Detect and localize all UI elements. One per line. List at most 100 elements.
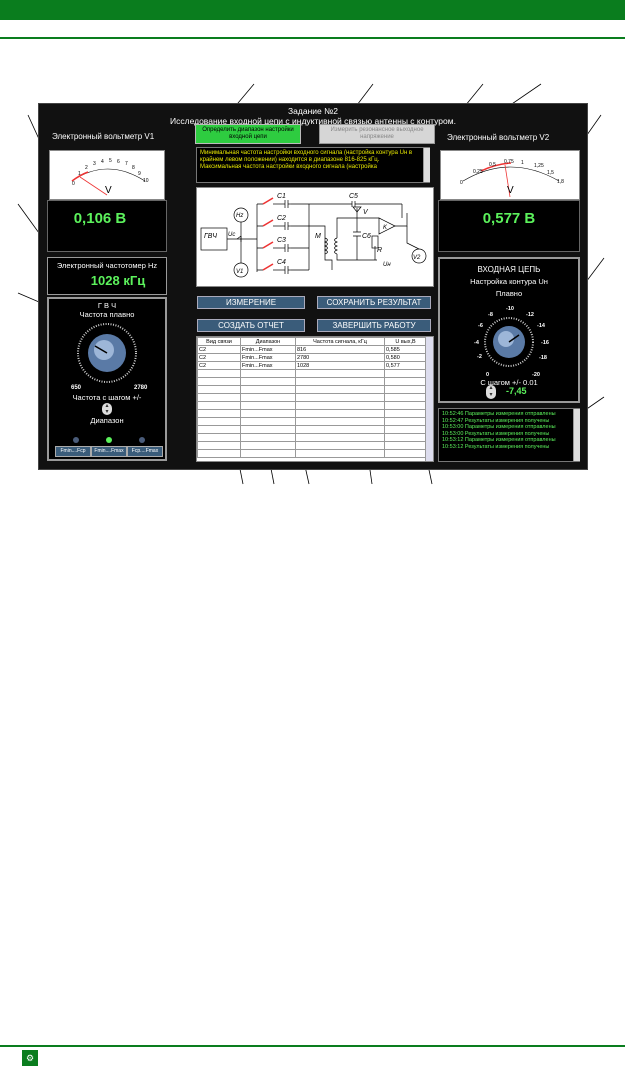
info-message: Минимальная частота настройки входного с… bbox=[196, 147, 430, 183]
table-scrollbar[interactable] bbox=[425, 337, 433, 461]
save-result-button[interactable]: СОХРАНИТЬ РЕЗУЛЬТАТ bbox=[317, 296, 431, 309]
v1-tick-0: 0 bbox=[72, 181, 75, 187]
range-indicator-3 bbox=[139, 437, 145, 443]
tune-tick-16: -16 bbox=[541, 340, 549, 346]
input-circuit-title: ВХОДНАЯ ЦЕПЬ bbox=[477, 265, 541, 274]
v2-tick-7: 1,8 bbox=[557, 179, 564, 185]
generator-smooth-label: Частота плавно bbox=[79, 310, 135, 319]
table-header-row: Вид связи Диапазон Частота сигнала, кГц … bbox=[197, 337, 427, 346]
log-entry: 10:53:00 Результаты измерения получены bbox=[442, 430, 550, 437]
v1-tick-3: 3 bbox=[93, 161, 96, 167]
log-entry: 10:53:00 Параметры измерения отправлены bbox=[442, 424, 556, 430]
v2-tick-0: 0 bbox=[460, 180, 463, 186]
frequency-min: 650 bbox=[71, 385, 82, 391]
tune-tick-18: -18 bbox=[539, 355, 547, 361]
range-indicator-2 bbox=[106, 437, 112, 443]
hf-generator-panel: Г В Ч Частота плавно 650 2780 Частота с … bbox=[47, 297, 167, 461]
v2-tick-2: 0,5 bbox=[489, 162, 496, 168]
c2-label: C2 bbox=[277, 215, 286, 222]
top-rule bbox=[0, 37, 625, 39]
range-button-fcp-fmax[interactable]: Fcp....Fmax bbox=[127, 446, 163, 457]
tune-step-label: С шагом +/- 0.01 bbox=[480, 378, 538, 387]
table-row bbox=[197, 433, 427, 442]
voltmeter1-scale: 0 1 2 3 4 5 6 7 8 9 10 V bbox=[71, 158, 149, 196]
tune-stepper[interactable]: ▴▾ bbox=[486, 385, 496, 399]
voltmeter2-needle bbox=[504, 164, 511, 198]
v1-tick-1: 1 bbox=[78, 171, 81, 177]
v1-tick-9: 9 bbox=[138, 171, 141, 177]
lab-app-window: Задание №2 Исследование входной цепи с и… bbox=[38, 103, 588, 470]
v1-meter-symbol: V1 bbox=[236, 269, 243, 275]
task-title: Задание №2 Исследование входной цепи с и… bbox=[39, 106, 587, 126]
task-description: Исследование входной цепи с индуктивной … bbox=[170, 116, 456, 126]
c3-label: C3 bbox=[277, 237, 286, 244]
c5-label: C5 bbox=[349, 193, 358, 200]
c1-label: C1 bbox=[277, 193, 286, 200]
voltmeter1-display: 0,106 В bbox=[47, 200, 167, 252]
c6-label: C6 bbox=[362, 233, 371, 240]
tune-label: Настройка контура Uн bbox=[470, 277, 548, 286]
range-button-fmin-fmax[interactable]: Fmin....Fmax bbox=[91, 446, 127, 457]
v2-tick-3: 0,75 bbox=[504, 159, 514, 165]
voltmeter2-scale: 0 0,25 0,5 0,75 1 1,25 1,5 1,8 V bbox=[460, 159, 564, 198]
determine-range-button[interactable]: Определить диапазон настройки входной це… bbox=[195, 124, 301, 144]
frequency-stepper[interactable]: ▴▾ bbox=[102, 403, 112, 415]
table-row bbox=[197, 425, 427, 434]
mutual-inductance-label: M bbox=[315, 233, 321, 240]
frequency-knob[interactable] bbox=[49, 323, 165, 385]
range-button-fmin-fcp[interactable]: Fmin....Fcp bbox=[55, 446, 91, 457]
event-log: 10:52:46 Параметры измерения отправлены … bbox=[438, 408, 580, 462]
circuit-schematic: ГВЧ Uc Hz V1 V2 C1 C2 C3 C4 C5 C6 M R Uн… bbox=[200, 193, 427, 278]
voltmeter2-label: Электронный вольтметр V2 bbox=[447, 133, 550, 142]
frequency-step-label: Частота с шагом +/- bbox=[72, 393, 142, 402]
col-frequency: Частота сигнала, кГц bbox=[295, 337, 385, 346]
log-entry: 10:52:46 Параметры измерения отправлены bbox=[442, 411, 556, 417]
voltmeter2-dial: 0 0,25 0,5 0,75 1 1,25 1,5 1,8 V bbox=[440, 150, 580, 200]
tune-tick-14: -14 bbox=[537, 323, 546, 329]
v2-meter-symbol: V2 bbox=[413, 255, 421, 261]
measure-resonance-button[interactable]: Измерить резонансное выходное напряжение bbox=[319, 124, 435, 144]
hz-meter-symbol: Hz bbox=[236, 213, 243, 219]
generator-title: Г В Ч bbox=[97, 301, 117, 310]
results-table: Вид связи Диапазон Частота сигнала, кГц … bbox=[196, 336, 434, 462]
col-range: Диапазон bbox=[240, 337, 296, 346]
log-entry: 10:53:12 Результаты измерения получены bbox=[442, 443, 550, 450]
finish-work-button[interactable]: ЗАВЕРШИТЬ РАБОТУ bbox=[317, 319, 431, 332]
v2-tick-4: 1 bbox=[521, 160, 524, 166]
v1-tick-8: 8 bbox=[132, 165, 135, 171]
circuit-diagram: ГВЧ Uc Hz V1 V2 C1 C2 C3 C4 C5 C6 M R Uн… bbox=[196, 187, 434, 287]
frequency-meter: Электронный частотомер Hz 1028 кГц bbox=[47, 257, 167, 295]
v2-tick-1: 0,25 bbox=[473, 169, 483, 175]
info-scrollbar[interactable] bbox=[423, 148, 430, 182]
resistor-label: R bbox=[377, 247, 382, 254]
v1-tick-7: 7 bbox=[125, 161, 128, 167]
tune-value: -7,45 bbox=[506, 386, 527, 396]
create-report-button[interactable]: СОЗДАТЬ ОТЧЕТ bbox=[197, 319, 305, 332]
log-entry: 10:52:47 Результаты измерения получены bbox=[442, 417, 550, 424]
task-number: Задание №2 bbox=[288, 106, 338, 116]
un-label: Uн bbox=[383, 262, 391, 268]
input-circuit-panel: ВХОДНАЯ ЦЕПЬ Настройка контура Uн Плавно… bbox=[438, 257, 580, 403]
v1-tick-5: 5 bbox=[109, 158, 112, 164]
tune-tick-2: -2 bbox=[477, 354, 482, 360]
tune-tick-6: -6 bbox=[478, 323, 483, 329]
varicap-label: V bbox=[363, 209, 369, 216]
voltmeter1-dial: 0 1 2 3 4 5 6 7 8 9 10 V bbox=[49, 150, 165, 200]
v1-tick-4: 4 bbox=[101, 159, 104, 165]
v1-tick-2: 2 bbox=[85, 165, 88, 171]
col-uout: U вых,В bbox=[384, 337, 427, 346]
voltmeter2-display: 0,577 В bbox=[438, 200, 580, 252]
table-row bbox=[197, 449, 427, 458]
tune-tick-0: 0 bbox=[486, 372, 489, 378]
table-row bbox=[197, 441, 427, 450]
v2-tick-6: 1,5 bbox=[547, 170, 554, 176]
tuning-knob[interactable]: -20 -18 -16 -14 -12 -10 -8 -6 -4 -2 0 bbox=[440, 298, 578, 378]
tune-tick-20: -20 bbox=[532, 372, 540, 378]
log-scrollbar[interactable] bbox=[573, 409, 580, 461]
table-row bbox=[197, 377, 427, 386]
measure-button[interactable]: ИЗМЕРЕНИЕ bbox=[197, 296, 305, 309]
v2-tick-5: 1,25 bbox=[534, 163, 544, 169]
